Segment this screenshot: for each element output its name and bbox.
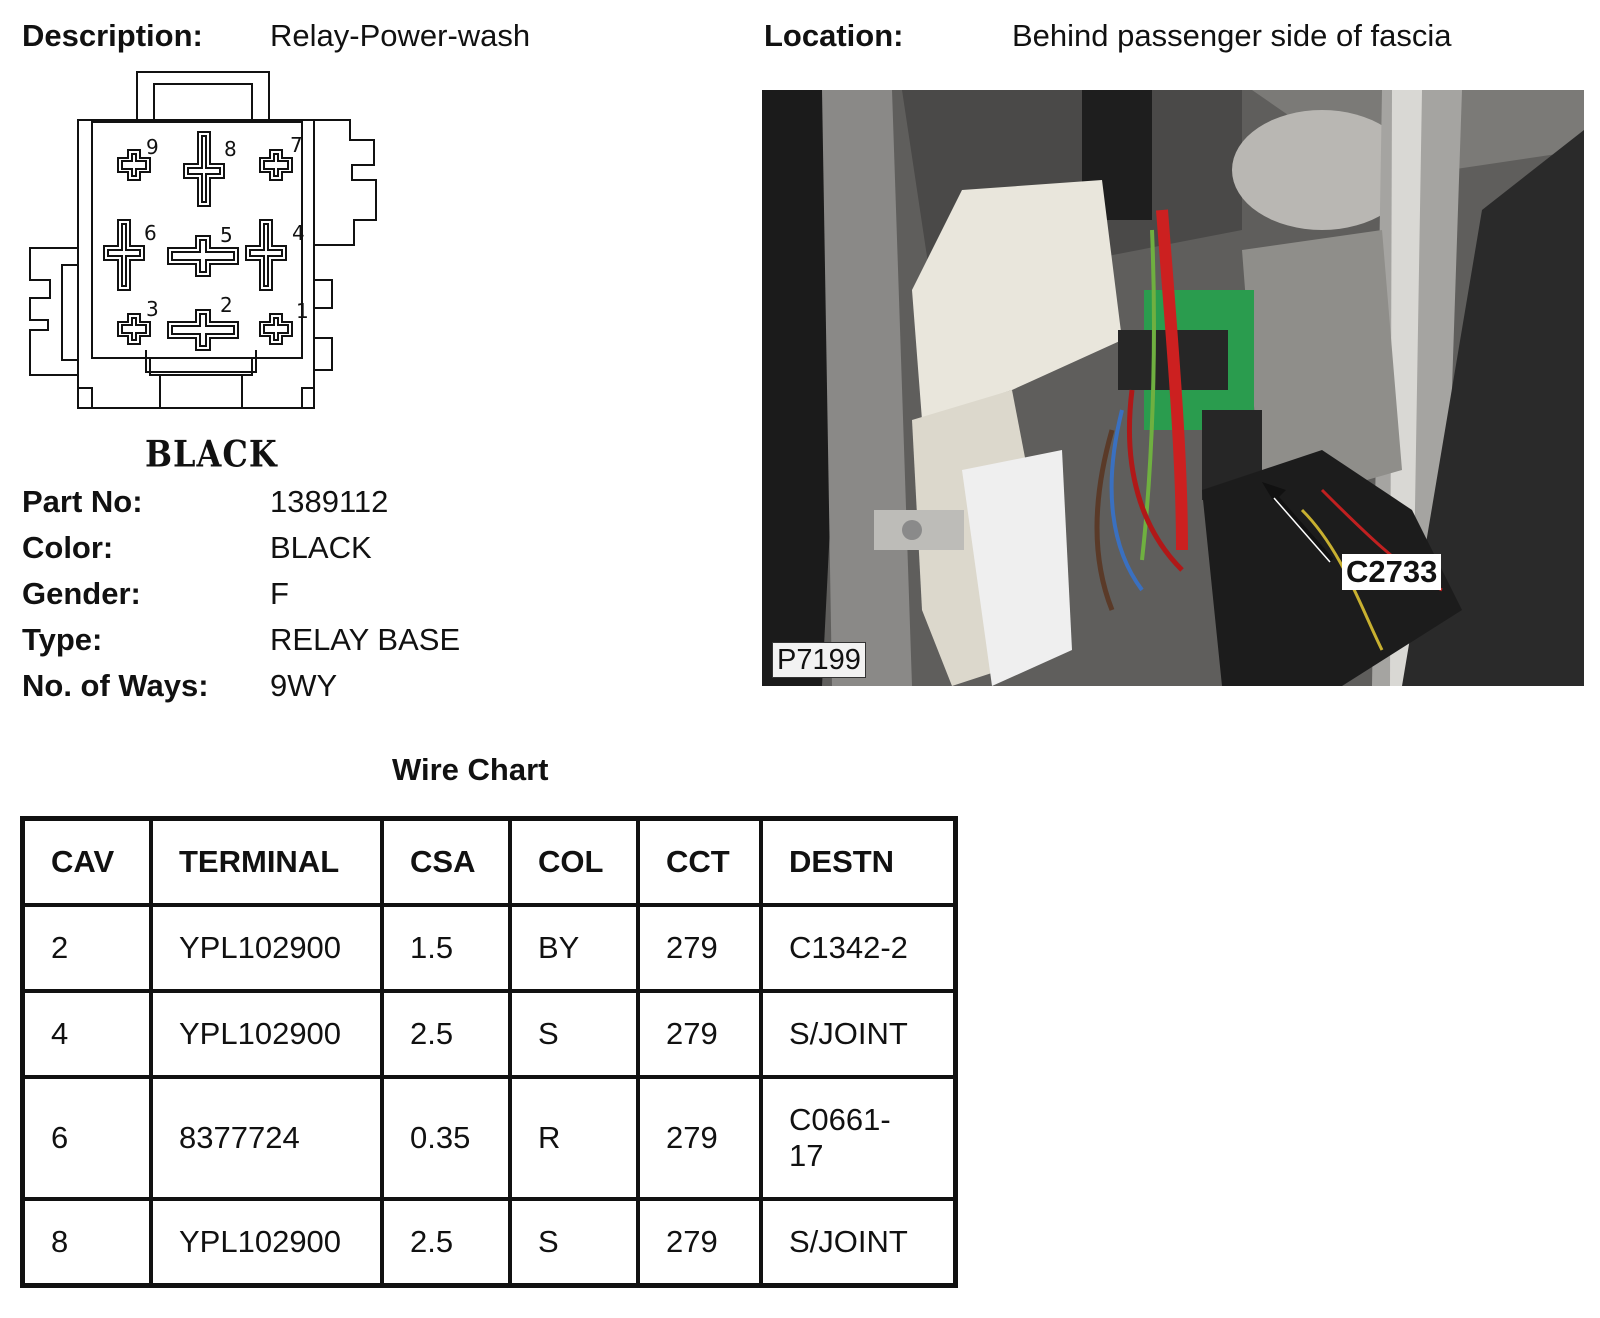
ways-label: No. of Ways: xyxy=(22,668,209,703)
column-header: COL xyxy=(508,816,640,907)
color-value: BLACK xyxy=(270,530,372,565)
cct-cell: 279 xyxy=(636,989,763,1079)
wire-chart-title: Wire Chart xyxy=(392,752,549,787)
connector-face-diagram: 1 2 3 4 5 6 7 8 9 xyxy=(29,71,377,409)
terminal-cell: YPL102900 xyxy=(149,903,384,993)
cav-cell: 6 xyxy=(20,1075,153,1201)
type-label: Type: xyxy=(22,622,103,657)
column-header: CAV xyxy=(20,816,153,907)
destn-cell: S/JOINT xyxy=(759,989,958,1079)
pin-number: 4 xyxy=(292,221,305,245)
part-no-value: 1389112 xyxy=(270,484,389,519)
col-cell: S xyxy=(508,989,640,1079)
table-header-row: CAV TERMINAL CSA COL CCT DESTN xyxy=(20,816,958,907)
connector-color-title: BLACK xyxy=(145,432,278,476)
csa-cell: 0.35 xyxy=(380,1075,512,1201)
description-value: Relay-Power-wash xyxy=(270,18,531,53)
wire-chart-table: CAV TERMINAL CSA COL CCT DESTN 2 YPL1029… xyxy=(20,816,958,1288)
connector-callout-label: C2733 xyxy=(1342,554,1442,590)
terminal-cell: YPL102900 xyxy=(149,989,384,1079)
part-no-label: Part No: xyxy=(22,484,143,519)
gender-value: F xyxy=(270,576,289,611)
pin-number: 3 xyxy=(146,297,159,321)
table-row: 8 YPL102900 2.5 S 279 S/JOINT xyxy=(20,1197,958,1288)
location-value: Behind passenger side of fascia xyxy=(1012,18,1452,53)
csa-cell: 2.5 xyxy=(380,1197,512,1288)
pin-number: 9 xyxy=(146,135,159,159)
column-header: CCT xyxy=(636,816,763,907)
pin-number: 2 xyxy=(220,293,233,317)
csa-cell: 1.5 xyxy=(380,903,512,993)
pin-number: 1 xyxy=(296,299,309,323)
location-photo: P7199 C2733 xyxy=(762,90,1584,686)
csa-cell: 2.5 xyxy=(380,989,512,1079)
table-row: 6 8377724 0.35 R 279 C0661- 17 xyxy=(20,1075,958,1201)
pin-number: 6 xyxy=(144,221,157,245)
cav-cell: 2 xyxy=(20,903,153,993)
destn-cell: S/JOINT xyxy=(759,1197,958,1288)
pin-number: 7 xyxy=(290,133,303,157)
color-label: Color: xyxy=(22,530,114,565)
col-cell: S xyxy=(508,1197,640,1288)
terminal-cell: YPL102900 xyxy=(149,1197,384,1288)
cct-cell: 279 xyxy=(636,903,763,993)
terminal-cell: 8377724 xyxy=(149,1075,384,1201)
gender-label: Gender: xyxy=(22,576,141,611)
pin-number: 8 xyxy=(224,137,237,161)
column-header: DESTN xyxy=(759,816,958,907)
column-header: TERMINAL xyxy=(149,816,384,907)
pin-number: 5 xyxy=(220,223,233,247)
cav-cell: 4 xyxy=(20,989,153,1079)
ways-value: 9WY xyxy=(270,668,338,703)
column-header: CSA xyxy=(380,816,512,907)
table-row: 2 YPL102900 1.5 BY 279 C1342-2 xyxy=(20,903,958,993)
description-label: Description: xyxy=(22,18,203,53)
cct-cell: 279 xyxy=(636,1075,763,1201)
type-value: RELAY BASE xyxy=(270,622,461,657)
table-row: 4 YPL102900 2.5 S 279 S/JOINT xyxy=(20,989,958,1079)
cct-cell: 279 xyxy=(636,1197,763,1288)
destn-cell: C0661- 17 xyxy=(759,1075,958,1201)
col-cell: BY xyxy=(508,903,640,993)
cav-cell: 8 xyxy=(20,1197,153,1288)
photo-reference-tag: P7199 xyxy=(772,642,866,678)
location-label: Location: xyxy=(764,18,904,53)
col-cell: R xyxy=(508,1075,640,1201)
destn-cell: C1342-2 xyxy=(759,903,958,993)
